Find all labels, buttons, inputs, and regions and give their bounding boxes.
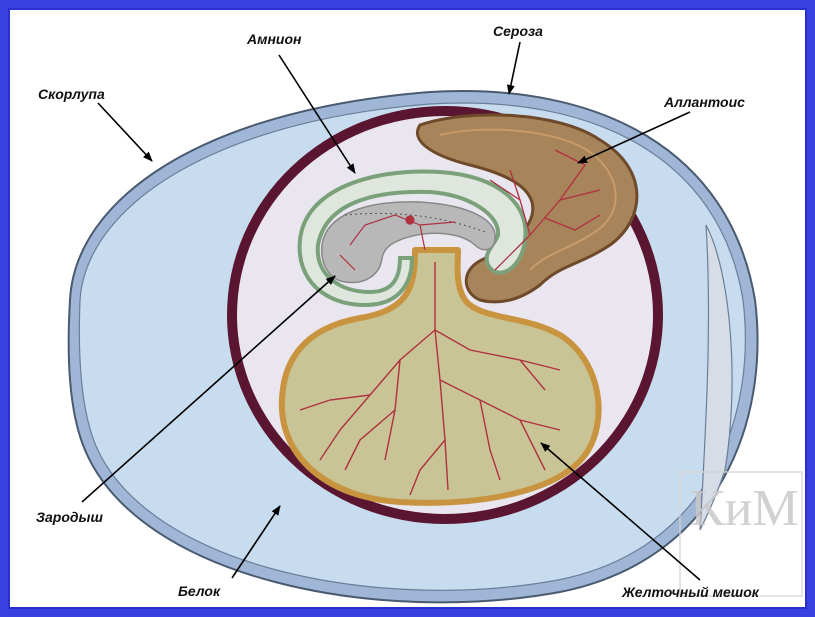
label-embryo: Зародыш <box>36 509 103 525</box>
label-amnion: Амнион <box>246 31 302 47</box>
serosa-pointer <box>509 42 520 94</box>
label-shell: Скорлупа <box>38 86 105 102</box>
watermark-letters: КиМ <box>690 480 799 537</box>
label-serosa: Сероза <box>493 23 543 39</box>
label-allantois: Аллантоис <box>663 94 745 110</box>
shell-pointer <box>98 103 152 161</box>
label-albumen: Белок <box>178 583 221 599</box>
label-yolk-sac: Желточный мешок <box>621 584 760 600</box>
watermark-logo: КиМ <box>680 472 802 596</box>
